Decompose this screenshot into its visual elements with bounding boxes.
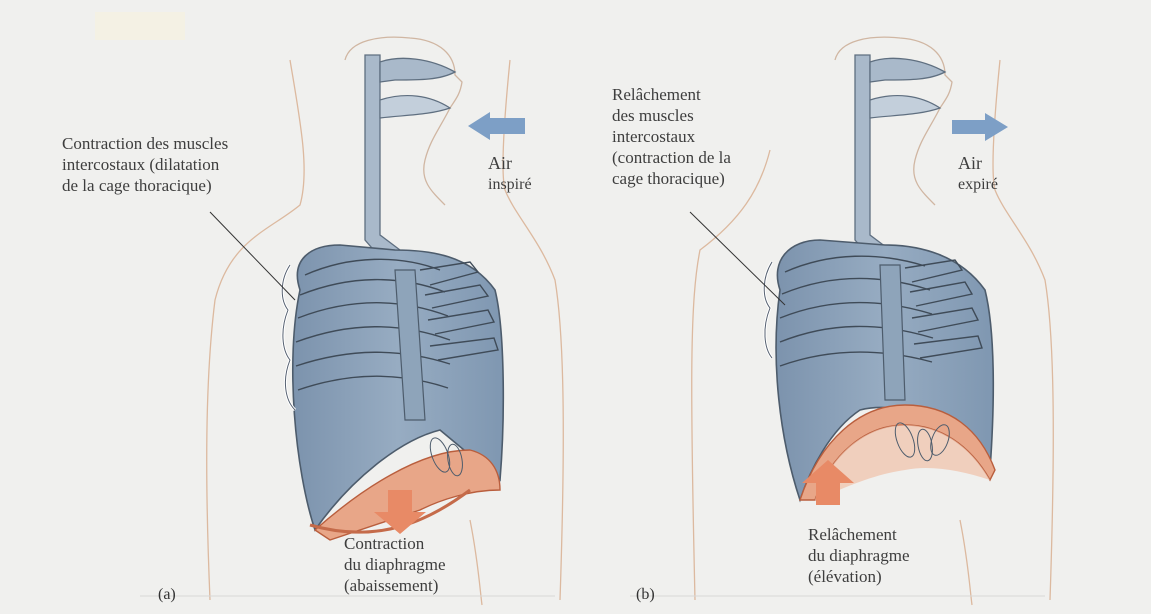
panel-b-air-line2: expiré: [958, 174, 998, 196]
panel-a-air-label: Air inspiré: [488, 152, 532, 196]
panel-b-muscles-label: Relâchement des muscles intercostaux (co…: [612, 84, 731, 189]
panel-a-diaphragm-line3: (abaissement): [344, 575, 446, 596]
mouth-airway-b: [870, 96, 940, 118]
panel-b-muscles-line4: (contraction de la: [612, 147, 731, 168]
panel-b-diaphragm-line1: Relâchement: [808, 524, 910, 545]
nasal-cavity-b: [870, 58, 945, 82]
panel-a-muscles-line3: de la cage thoracique): [62, 175, 228, 196]
panel-b-tag: (b): [636, 586, 655, 604]
panel-b-diaphragm-line2: du diaphragme: [808, 545, 910, 566]
panel-a-muscles-line2: intercostaux (dilatation: [62, 154, 228, 175]
panel-a-air-line1: Air: [488, 152, 532, 174]
air-in-arrow: [468, 112, 525, 140]
panel-a-muscles-line1: Contraction des muscles: [62, 133, 228, 154]
panel-b-air-line1: Air: [958, 152, 998, 174]
panel-a-artwork: [140, 37, 563, 605]
panel-a-diaphragm-label: Contraction du diaphragme (abaissement): [344, 533, 446, 596]
panel-a-diaphragm-line2: du diaphragme: [344, 554, 446, 575]
panel-b-muscles-line3: intercostaux: [612, 126, 731, 147]
panel-b-diaphragm-line3: (élévation): [808, 566, 910, 587]
air-out-arrow: [952, 113, 1008, 141]
panel-a-muscles-label: Contraction des muscles intercostaux (di…: [62, 133, 228, 196]
mouth-airway-a: [380, 96, 450, 118]
trachea-b: [855, 55, 890, 262]
nasal-cavity-a: [380, 58, 455, 82]
panel-a-tag: (a): [158, 586, 176, 604]
panel-a-air-line2: inspiré: [488, 174, 532, 196]
panel-b-muscles-line2: des muscles: [612, 105, 731, 126]
panel-a-diaphragm-line1: Contraction: [344, 533, 446, 554]
panel-b-air-label: Air expiré: [958, 152, 998, 196]
trachea-a: [365, 55, 400, 262]
panel-b-muscles-line1: Relâchement: [612, 84, 731, 105]
panel-b-muscles-line5: cage thoracique): [612, 168, 731, 189]
panel-b-diaphragm-label: Relâchement du diaphragme (élévation): [808, 524, 910, 587]
